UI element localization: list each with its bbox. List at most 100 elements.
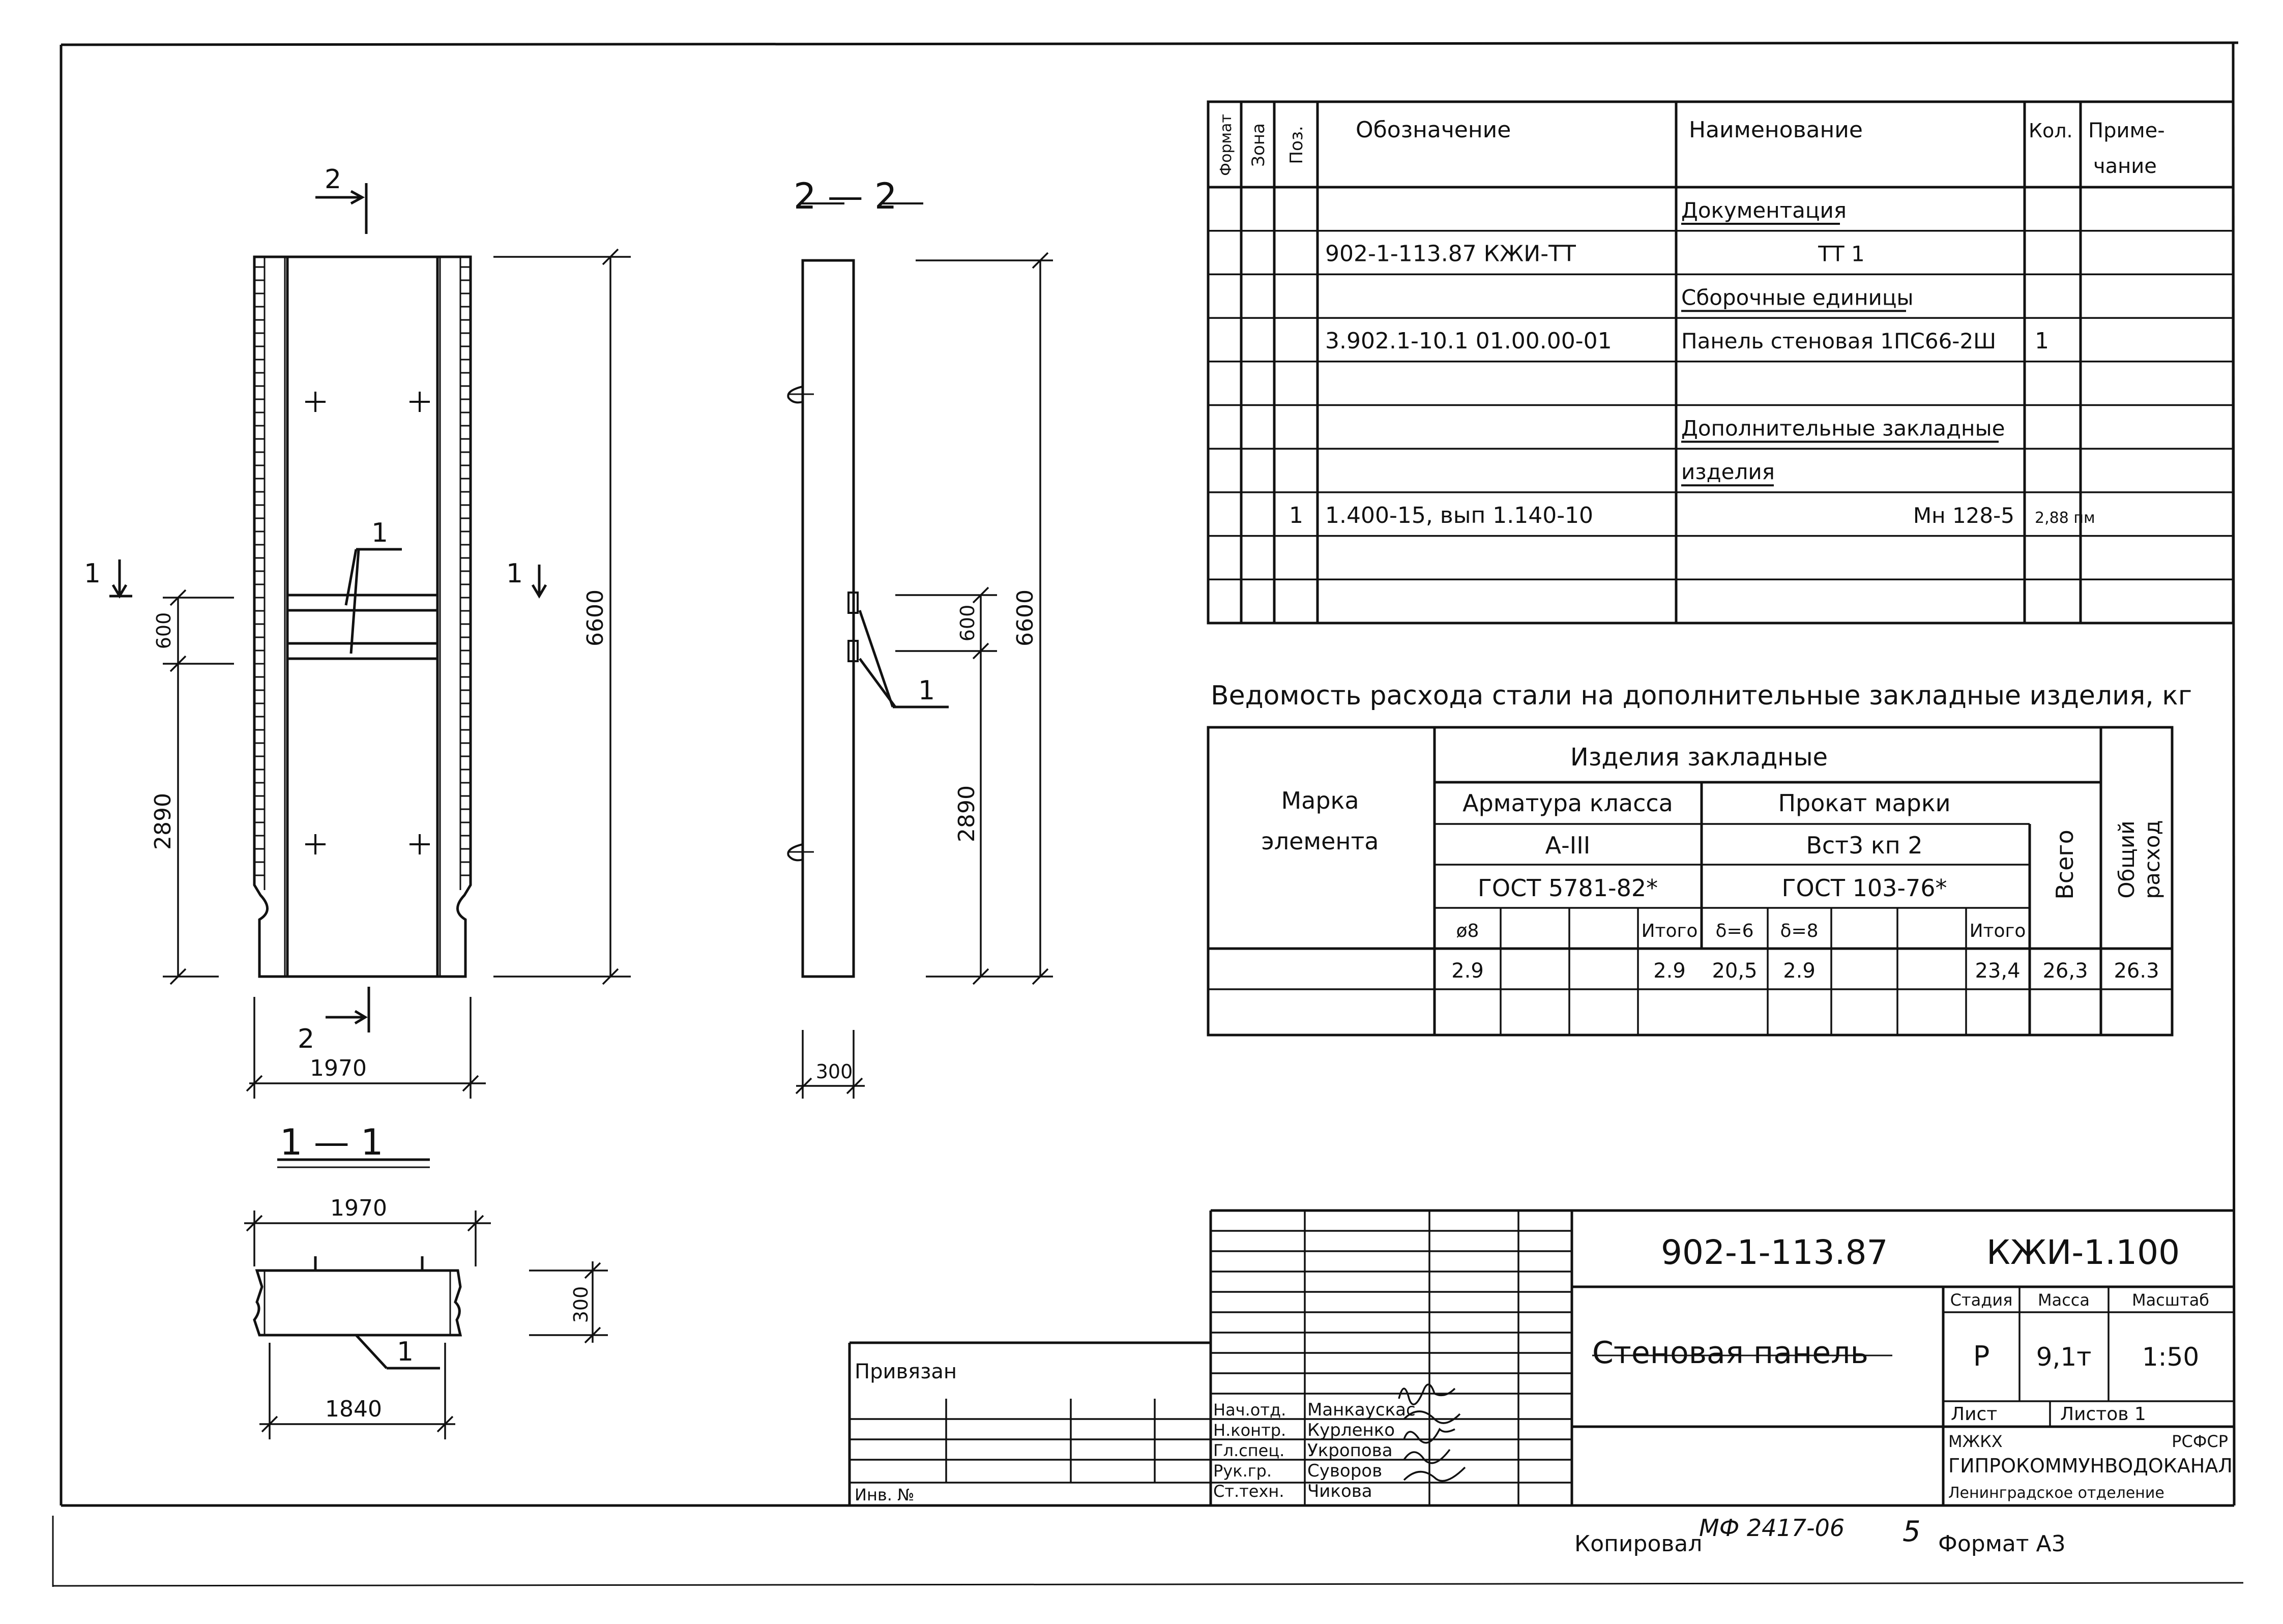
steel-table-grid: [1207, 726, 2174, 1037]
steel-value: 2.9: [1653, 959, 1686, 983]
opening-band: [287, 548, 437, 660]
header-format: Формат: [1217, 114, 1235, 176]
dim-width-section-bottom: 1840: [325, 1396, 382, 1422]
inv-no-label: Инв. №: [855, 1485, 914, 1504]
overall-header-2: расход: [2140, 820, 2164, 899]
drawing-labels: 2 — 2 1 — 1 2 2 1 1 1 1 1 1970 1970 1840…: [84, 164, 1038, 1422]
spec-cell-name: ТТ 1: [1818, 242, 1864, 267]
rebar-gost: ГОСТ 5781-82*: [1478, 874, 1658, 902]
steel-subheader: δ=6: [1715, 921, 1753, 941]
scale-value: 1:50: [2142, 1342, 2199, 1372]
footer: Копировал МФ 2417-06 5 Формат А3: [1574, 1514, 2066, 1557]
spec-table-headers: Формат Зона Поз. Обозначение Наименовани…: [1217, 114, 2165, 178]
steel-value: 23,4: [1975, 959, 2020, 983]
header-qty: Кол.: [2029, 120, 2073, 142]
cut-marks: [109, 183, 547, 1032]
signers-list: Нач.отд.МанкаускасН.контр.КурленкоГл.спе…: [1213, 1400, 1416, 1501]
title-block-rows: [850, 1230, 1572, 1484]
cut-mark-top-label: 2: [325, 164, 341, 195]
sheet-code: КЖИ-1.100: [1986, 1233, 2180, 1272]
dim-thickness-side: 300: [816, 1060, 853, 1083]
sheets-label: Листов 1: [2060, 1404, 2146, 1425]
dim-thickness-section: 300: [570, 1286, 592, 1323]
stage-label: Стадия: [1950, 1290, 2013, 1310]
scale-label: Масштаб: [2132, 1290, 2209, 1310]
spec-cell-pos: 1: [1289, 503, 1303, 528]
rolled-grade: Вст3 кп 2: [1806, 832, 1922, 859]
section-2-2-label: 2 — 2: [794, 175, 897, 217]
header-note-1: Приме-: [2088, 119, 2165, 142]
header-zone: Зона: [1248, 123, 1269, 167]
mark-header-2: элемента: [1261, 828, 1379, 855]
header-name: Наименование: [1689, 117, 1863, 143]
rolled-header: Прокат марки: [1778, 789, 1950, 817]
steel-table-text: Ведомость расхода стали на дополнительны…: [1211, 681, 2192, 902]
spec-cell-qty: 1: [2035, 328, 2049, 354]
lifting-crosses: [305, 392, 430, 854]
leader-side-label: 1: [918, 675, 935, 706]
steel-value: 2.9: [1783, 959, 1816, 983]
org-ministry: МЖКХ: [1948, 1432, 2003, 1451]
stage-value: Р: [1973, 1340, 1990, 1372]
signer-name: Чикова: [1307, 1481, 1372, 1501]
dim-lower-side: 2890: [954, 785, 980, 842]
leader-section-label: 1: [397, 1337, 414, 1367]
steel-subheader: ø8: [1456, 921, 1479, 941]
section-1-1: [244, 1158, 608, 1439]
sheet-label: Лист: [1951, 1404, 1997, 1425]
mass-label: Масса: [2038, 1290, 2090, 1310]
section-1-1-label: 1 — 1: [280, 1121, 384, 1163]
leader-front-label: 1: [371, 518, 388, 548]
signer-name: Манкаускас: [1307, 1400, 1416, 1420]
spec-cell-name: Панель стеновая 1ПС66-2Ш: [1681, 329, 1996, 353]
signer-name: Курленко: [1307, 1420, 1395, 1440]
group-header: Изделия закладные: [1570, 743, 1828, 772]
rebar-header: Арматура класса: [1462, 789, 1673, 817]
spec-cell-name: изделия: [1681, 459, 1775, 484]
signer-name: Суворов: [1307, 1461, 1382, 1481]
steel-value: 20,5: [1712, 959, 1757, 983]
org-republic: РСФСР: [2172, 1432, 2228, 1451]
copy-code: МФ 2417-06: [1699, 1514, 1845, 1542]
steel-table-title: Ведомость расхода стали на дополнительны…: [1211, 681, 2192, 711]
front-view: [253, 255, 472, 978]
signer-role: Рук.гр.: [1213, 1461, 1272, 1481]
rebar-class: А-III: [1545, 832, 1591, 859]
org-branch: Ленинградское отделение: [1948, 1484, 2164, 1502]
dim-width-front: 1970: [310, 1055, 367, 1081]
title-block-grid: [848, 1209, 2233, 1505]
format-label: Формат А3: [1938, 1531, 2066, 1557]
spec-cell-name: Дополнительные закладные: [1681, 416, 2005, 441]
signer-role: Гл.спец.: [1213, 1441, 1284, 1460]
title-block-text: 902-1-113.87 КЖИ-1.100 Стеновая панель С…: [855, 1233, 2233, 1504]
mark-header-1: Марка: [1281, 787, 1359, 814]
signer-name: Укропова: [1307, 1440, 1393, 1461]
cut-mark-left-label: 1: [84, 558, 101, 589]
signatures: [1398, 1383, 1466, 1482]
total-header: Всего: [2051, 830, 2079, 899]
dim-opening-side: 600: [956, 605, 979, 642]
signer-role: Ст.техн.: [1213, 1482, 1284, 1501]
spec-cell-name: Документация: [1681, 198, 1847, 223]
dim-opening-front: 600: [153, 612, 175, 649]
project-code: 902-1-113.87: [1661, 1233, 1888, 1272]
front-dimensions: [163, 248, 631, 1099]
dim-width-section-top: 1970: [330, 1195, 387, 1221]
rebar-ladders: [254, 266, 471, 876]
drawing-title: Стеновая панель: [1592, 1335, 1868, 1371]
steel-value: 26,3: [2042, 959, 2088, 983]
steel-subheader: Итого: [1642, 921, 1698, 941]
dim-height-front: 6600: [582, 589, 608, 646]
overall-header-1: Общий: [2114, 820, 2139, 898]
header-pos: Поз.: [1286, 126, 1307, 164]
privyazan-label: Привязан: [855, 1360, 957, 1383]
spec-cell-designation: 1.400-15, вып 1.140-10: [1325, 503, 1593, 528]
spec-table-rows: [1208, 223, 2233, 581]
cut-mark-right-label: 1: [506, 558, 523, 589]
header-note-2: чание: [2093, 155, 2157, 178]
header-designation: Обозначение: [1356, 117, 1511, 143]
